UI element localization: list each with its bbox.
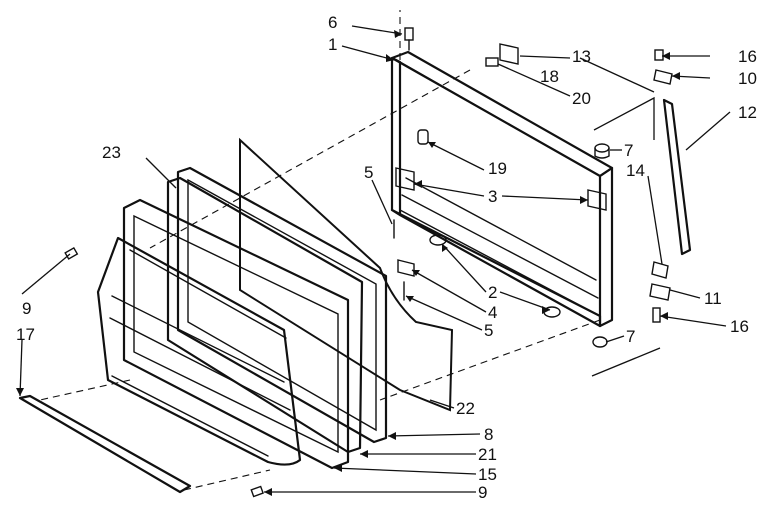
callout-18: 18 [540, 67, 559, 86]
callout-13: 13 [572, 47, 591, 66]
callout-9-left: 9 [22, 299, 31, 318]
door-shelf-panel [96, 236, 302, 466]
callout-11: 11 [704, 289, 722, 308]
callout-8: 8 [484, 425, 493, 444]
callout-16-top: 16 [738, 47, 757, 66]
callout-16-bottom: 16 [730, 317, 749, 336]
hinge-assembly [591, 49, 692, 377]
callout-1: 1 [328, 35, 337, 54]
callout-19: 19 [488, 159, 507, 178]
gasket-layers [166, 166, 388, 454]
callout-17: 17 [16, 325, 35, 344]
callout-22: 21 [478, 445, 497, 464]
callout-10: 10 [738, 69, 757, 88]
callout-21: 22 [456, 399, 475, 418]
leader-lines [19, 25, 731, 493]
callout-6: 6 [328, 13, 337, 32]
callout-7-top: 7 [624, 141, 633, 160]
arrowheads [16, 30, 680, 496]
callout-23: 23 [102, 143, 121, 162]
callout-20: 20 [572, 89, 591, 108]
callout-12: 12 [738, 103, 757, 122]
screws-9 [64, 246, 264, 498]
callout-9-bottom: 9 [478, 483, 487, 502]
callout-labels: 6 1 13 18 20 16 10 12 19 7 3 5 14 2 4 5 … [16, 13, 757, 502]
callout-14: 14 [626, 161, 645, 180]
door-frame [390, 50, 614, 328]
callout-3: 3 [488, 187, 497, 206]
callout-4: 4 [488, 303, 497, 322]
callout-15: 15 [478, 465, 497, 484]
callout-5-bottom: 5 [484, 321, 493, 340]
hardware-parts [393, 27, 610, 348]
shelf-bar [18, 394, 192, 494]
callout-2: 2 [488, 283, 497, 302]
callout-7-bottom: 7 [626, 327, 635, 346]
callout-5-top: 5 [364, 163, 373, 182]
